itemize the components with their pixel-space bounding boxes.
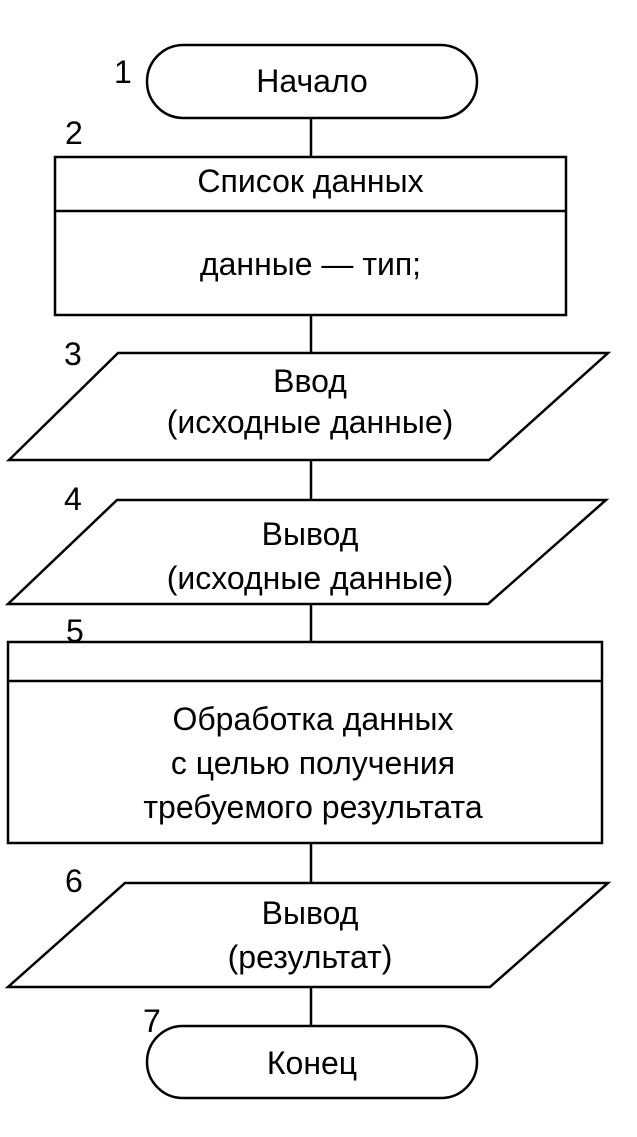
start-terminator-shape	[145, 43, 479, 120]
block-number-4: 4	[64, 481, 82, 517]
data-list-shape	[53, 155, 568, 317]
data-list-entry: данные — тип;	[199, 246, 422, 282]
start-label: Начало	[256, 63, 368, 99]
processing-line-2: с целью получения	[170, 745, 456, 781]
output-result-title: Вывод	[261, 895, 359, 931]
block-number-5: 5	[66, 613, 84, 649]
output-result-parallelogram-shape	[4, 881, 612, 989]
output-initial-parallelogram-shape	[4, 498, 610, 606]
block-number-7: 7	[143, 1003, 161, 1039]
input-subtitle: (исходные данные)	[166, 404, 454, 440]
block-number-3: 3	[64, 336, 82, 372]
output-result-subtitle: (результат)	[227, 939, 393, 975]
end-terminator-shape	[145, 1024, 479, 1100]
input-title: Ввод	[273, 363, 347, 399]
block-number-1: 1	[114, 54, 132, 90]
input-parallelogram-shape	[5, 351, 612, 462]
data-list-title: Список данных	[197, 163, 424, 199]
processing-shape	[6, 640, 604, 845]
end-label: Конец	[266, 1045, 358, 1081]
output-initial-title: Вывод	[261, 516, 359, 552]
processing-line-3: требуемого результата	[143, 789, 483, 825]
block-number-2: 2	[65, 115, 83, 151]
processing-line-1: Обработка данных	[172, 701, 454, 737]
block-number-6: 6	[65, 863, 83, 899]
output-initial-subtitle: (исходные данные)	[166, 560, 454, 596]
